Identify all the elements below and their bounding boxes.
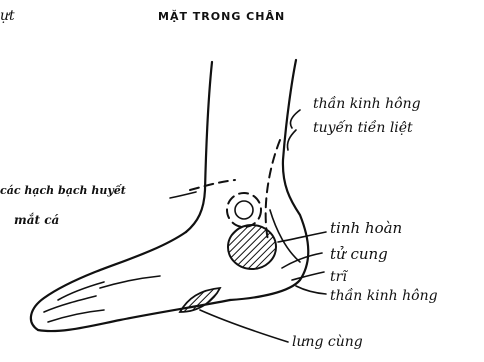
label-lymph-nodes-line1: các hạch bạch huyết (0, 184, 126, 197)
label-lower-back: lưng cùng (292, 334, 363, 350)
lymph-dashed-line (190, 180, 235, 190)
label-testicles: tinh hoàn (330, 219, 402, 237)
label-uterus: tử cung (330, 245, 388, 263)
label-hemorrhoids: trĩ (330, 269, 348, 285)
sciatic-nerve-dashed-line (266, 140, 280, 240)
diagram-title: MẶT TRONG CHÂN (158, 9, 285, 23)
ankle-inner-circle (235, 201, 253, 219)
label-sciatic-nerve-upper: thần kinh hông (313, 95, 421, 112)
uterus-hatched-area (228, 225, 276, 269)
label-prostate-gland: tuyến tiền liệt (313, 119, 413, 136)
corner-fragment-text: ựt (0, 8, 15, 24)
lower-back-hatched-area (180, 288, 220, 312)
label-sciatic-nerve-lower: thần kinh hông (330, 287, 438, 304)
label-lymph-nodes-line2: mắt cá (14, 212, 59, 227)
ankle-circle (227, 193, 261, 227)
